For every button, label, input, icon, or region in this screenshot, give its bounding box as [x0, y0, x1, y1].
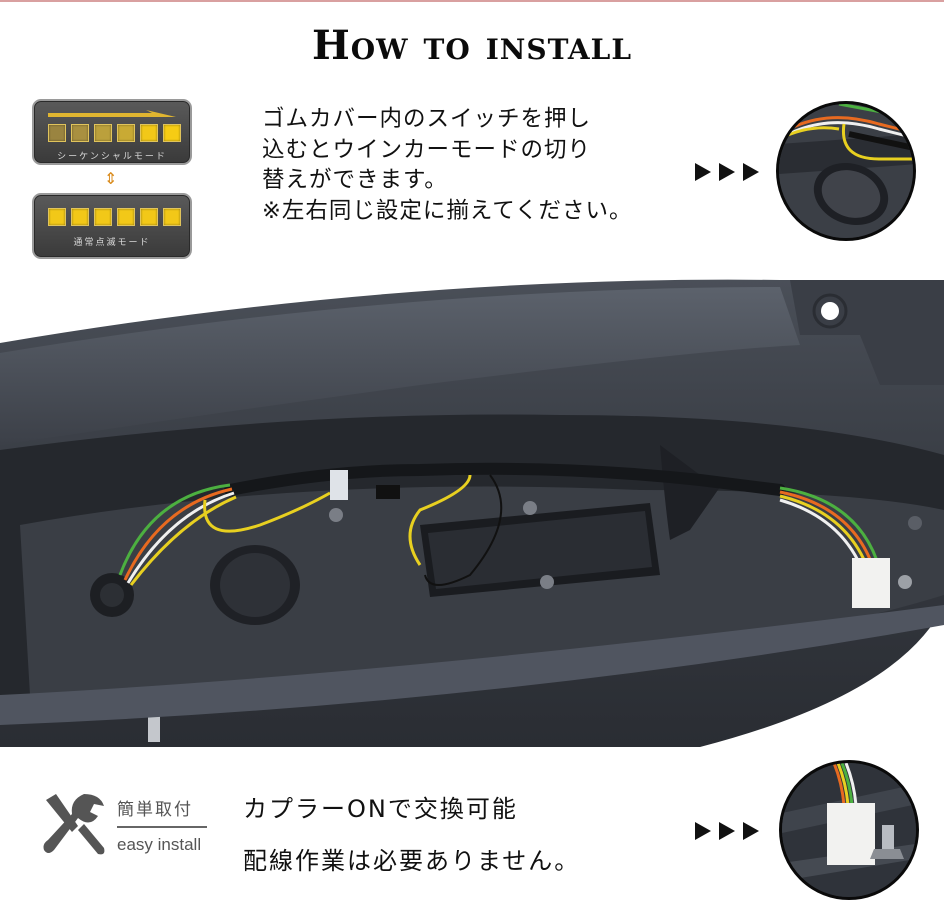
rubber-cover-illustration [779, 104, 913, 238]
led-6 [163, 208, 181, 226]
normal-led-row [48, 208, 181, 226]
tools-icon [43, 794, 105, 855]
led-5 [140, 208, 158, 226]
led-5 [140, 124, 158, 142]
instruction-line: ゴムカバー内のスイッチを押し [262, 106, 592, 132]
easy-install-label-en: easy install [117, 835, 202, 854]
easy-install-divider [117, 826, 207, 828]
page-title: How to install [311, 22, 633, 69]
pointer-arrows-icon [695, 163, 759, 181]
top-divider [0, 0, 944, 2]
normal-mode-panel: 通常点滅モード [32, 193, 192, 259]
sequential-led-row [48, 124, 181, 142]
led-3 [94, 124, 112, 142]
led-4 [117, 208, 135, 226]
sequential-mode-label: シーケンシャルモード [57, 152, 167, 162]
switch-instructions: ゴムカバー内のスイッチを押し 込むとウインカーモードの切り 替えができます。 ※… [262, 104, 702, 226]
sequential-mode-panel: シーケンシャルモード [32, 99, 192, 165]
pointer-arrows-icon [695, 822, 759, 840]
led-6 [163, 124, 181, 142]
housing-illustration [0, 275, 944, 747]
up-down-arrow-icon: ⇕ [104, 169, 118, 188]
led-4 [117, 124, 135, 142]
coupler-closeup-image [779, 760, 919, 900]
instruction-line: 込むとウインカーモードの切り [262, 136, 592, 163]
coupler-illustration [782, 763, 916, 897]
led-1 [48, 208, 66, 226]
tail-light-housing-photo [0, 275, 944, 747]
coupler-description: カプラーONで交換可能 配線作業は必要ありません。 [243, 783, 580, 887]
sequence-arrow-icon [48, 110, 176, 117]
rubber-cover-closeup-image [776, 101, 916, 241]
easy-install-label-ja: 簡単取付 [117, 800, 193, 820]
led-3 [94, 208, 112, 226]
normal-mode-label: 通常点滅モード [73, 238, 151, 248]
led-1 [48, 124, 66, 142]
led-2 [71, 208, 89, 226]
instruction-line: 替えができます。 [262, 167, 448, 193]
instruction-line: ※左右同じ設定に揃えてください。 [262, 197, 633, 224]
description-line: カプラーONで交換可能 [243, 795, 518, 823]
description-line: 配線作業は必要ありません。 [243, 847, 581, 875]
led-2 [71, 124, 89, 142]
